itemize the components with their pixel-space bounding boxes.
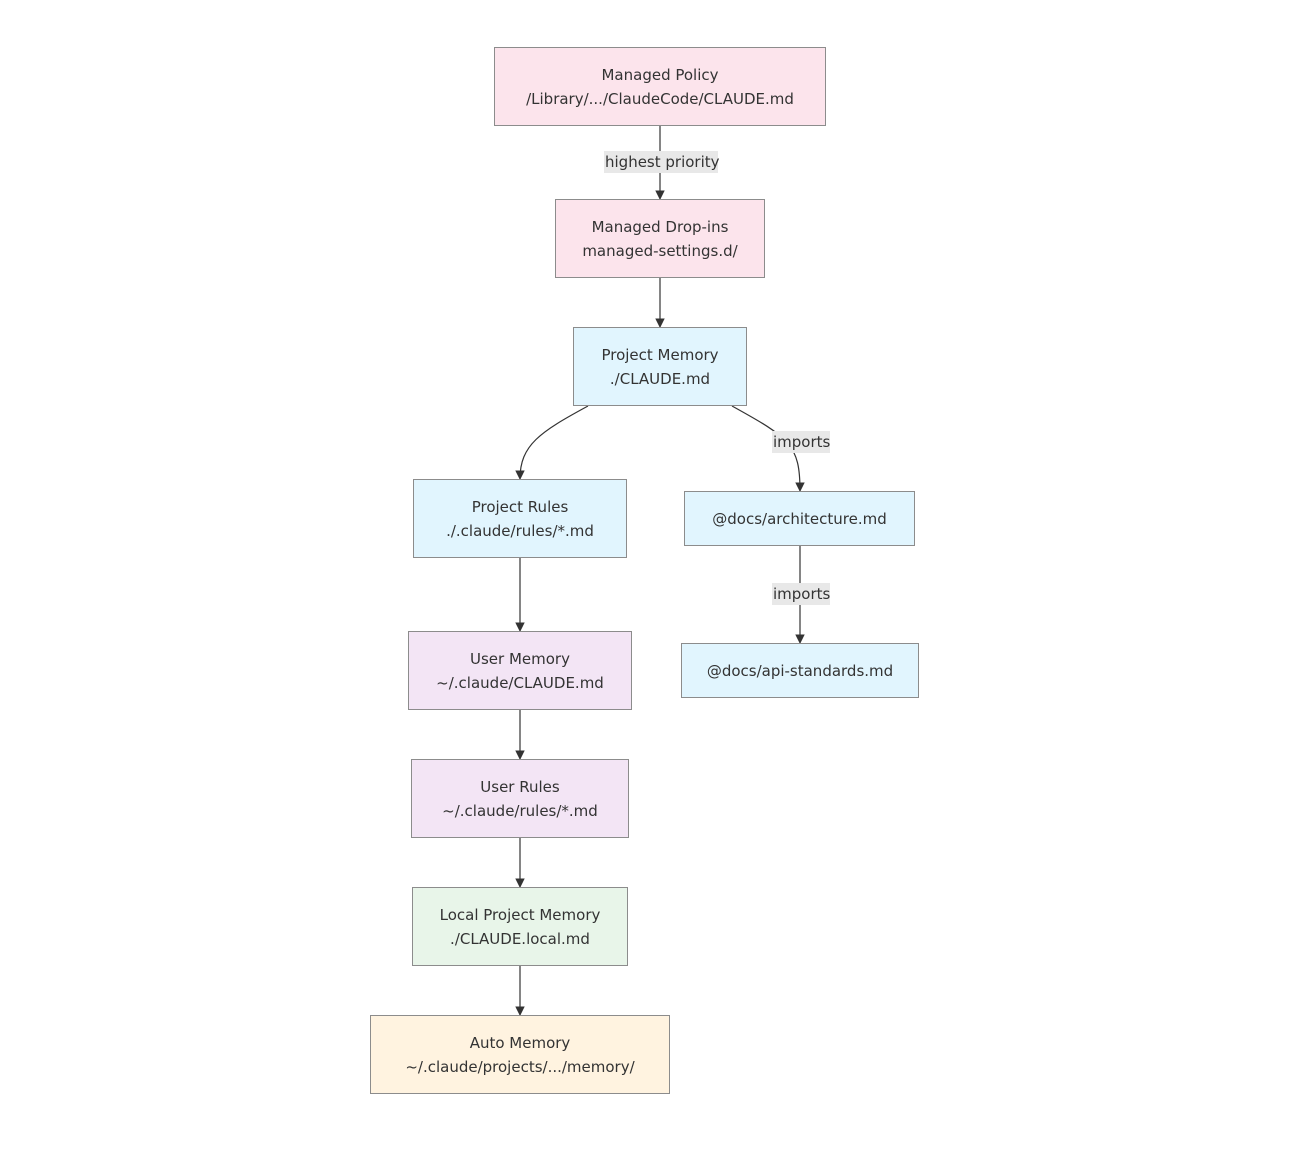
node-title: User Rules	[480, 777, 560, 796]
node-title: Local Project Memory	[439, 905, 601, 924]
node-user-memory: User Memory ~/.claude/CLAUDE.md	[408, 631, 632, 710]
node-path: ~/.claude/rules/*.md	[442, 801, 598, 820]
node-title: Managed Policy	[601, 65, 719, 84]
edge-label-imports-architecture: imports	[772, 431, 831, 453]
node-path: /Library/.../ClaudeCode/CLAUDE.md	[526, 89, 794, 108]
node-title: Auto Memory	[469, 1033, 571, 1052]
node-path: managed-settings.d/	[582, 241, 738, 260]
node-local-project-memory: Local Project Memory ./CLAUDE.local.md	[412, 887, 628, 966]
node-project-memory: Project Memory ./CLAUDE.md	[573, 327, 747, 406]
node-project-rules: Project Rules ./.claude/rules/*.md	[413, 479, 627, 558]
node-path: ~/.claude/projects/.../memory/	[405, 1057, 635, 1076]
edge-label-imports-api-standards: imports	[772, 583, 831, 605]
node-title: User Memory	[470, 649, 570, 668]
node-path: ./CLAUDE.md	[609, 369, 711, 388]
edge-label-highest-priority: highest priority	[604, 151, 720, 173]
node-path: ./CLAUDE.local.md	[450, 929, 590, 948]
node-title: @docs/architecture.md	[712, 509, 887, 528]
node-managed-dropins: Managed Drop-ins managed-settings.d/	[555, 199, 765, 278]
node-title: Project Rules	[471, 497, 569, 516]
node-auto-memory: Auto Memory ~/.claude/projects/.../memor…	[370, 1015, 670, 1094]
node-title: Project Memory	[601, 345, 719, 364]
node-path: ~/.claude/CLAUDE.md	[436, 673, 604, 692]
edge-project-memory-to-project-rules	[515, 405, 589, 480]
node-user-rules: User Rules ~/.claude/rules/*.md	[411, 759, 629, 838]
node-title: @docs/api-standards.md	[706, 661, 894, 680]
node-title: Managed Drop-ins	[591, 217, 729, 236]
node-path: ./.claude/rules/*.md	[446, 521, 594, 540]
node-managed-policy: Managed Policy /Library/.../ClaudeCode/C…	[494, 47, 826, 126]
node-architecture-doc: @docs/architecture.md	[684, 491, 915, 546]
node-api-standards-doc: @docs/api-standards.md	[681, 643, 919, 698]
